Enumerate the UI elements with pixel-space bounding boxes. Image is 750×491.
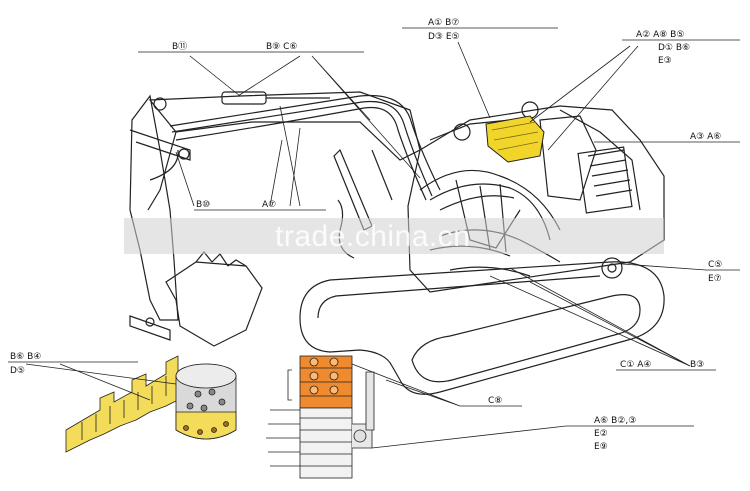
callout-bottom-right-1: C① A④ B③ (620, 360, 704, 370)
callout-line: B⑩ (196, 200, 210, 210)
callout-line: A① B⑦ (428, 18, 459, 28)
callout-line: C① A④ (620, 360, 651, 370)
callout-line: E③ (658, 56, 672, 66)
callout-top-right: A② A⑧ B⑤ D① B⑥ E③ (636, 30, 690, 66)
callout-line: C⑤ (708, 260, 722, 270)
callout-line: A② A⑧ B⑤ (636, 30, 684, 40)
callout-line: B⑥ B④ (10, 352, 41, 362)
callout-line: C⑧ (488, 396, 502, 406)
callout-bottom-right-2: A⑥ B②,③ E② E⑨ (594, 416, 636, 452)
filter-element-illustration (65, 355, 237, 453)
callout-line: B③ (690, 360, 704, 370)
callout-line: E⑨ (594, 442, 608, 452)
callout-line: A⑦ (262, 200, 276, 210)
callout-line: D① B⑥ (658, 43, 690, 53)
callout-line: D③ E⑤ (428, 32, 460, 42)
leader-lines (8, 27, 740, 449)
callout-line: B⑨ C⑥ (266, 42, 297, 52)
svg-text:trade.china.cn: trade.china.cn (275, 220, 470, 253)
callout-top-left: B⑪ B⑨ C⑥ (172, 41, 297, 52)
callout-line: B⑪ (172, 41, 187, 52)
callout-line: A③ A⑥ (690, 132, 721, 142)
callout-bottom-center: C⑧ (488, 396, 502, 406)
callout-line: E② (594, 429, 608, 439)
control-valve-illustration (266, 355, 375, 479)
callout-line: A⑥ B②,③ (594, 416, 636, 426)
callout-bottom-left: B⑥ B④ D⑤ (10, 352, 41, 376)
callout-top-center: A① B⑦ D③ E⑤ (428, 18, 460, 42)
callout-left-mid: B⑩ A⑦ (196, 200, 276, 210)
callout-right-lower: C⑤ E⑦ (708, 260, 722, 284)
callout-right-mid: A③ A⑥ (690, 132, 721, 142)
callout-line: E⑦ (708, 274, 722, 284)
hydraulic-pump-highlight (485, 115, 545, 163)
watermark: trade.china.cn (124, 218, 664, 254)
callout-line: D⑤ (10, 366, 25, 376)
